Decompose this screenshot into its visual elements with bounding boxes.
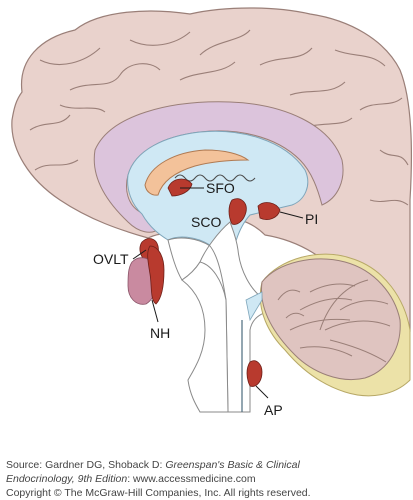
label-ovlt: OVLT [93,251,129,267]
subcommissural-organ [228,198,247,225]
area-postrema [246,360,263,387]
corpus-callosum [93,101,344,233]
label-ap: AP [264,402,283,418]
fourth-ventricle [245,291,263,322]
label-nh: NH [150,325,170,341]
pons [181,261,229,413]
source-line-1: Source: Gardner DG, Shoback D: Greenspan… [6,458,410,472]
fornix [144,149,250,196]
label-sfo: SFO [206,180,235,196]
label-pi: PI [305,211,318,227]
cerebellar-folia [277,279,391,363]
leader-lines [132,187,304,399]
source-title: Greenspan's Basic & Clinical [165,459,300,471]
brain-sagittal-diagram: SFO SCO PI OVLT NH AP [11,7,413,418]
source-title-2: Endocrinology, 9th Edition [6,473,128,485]
copyright: Copyright © The McGraw-Hill Companies, I… [6,487,311,499]
label-sco: SCO [191,214,221,230]
source-suffix: : www.accessmedicine.com [127,473,256,485]
figure-caption: Source: Gardner DG, Shoback D: Greenspan… [6,458,410,500]
pineal-gland [257,202,281,220]
source-line-2: Endocrinology, 9th Edition: www.accessme… [6,472,410,486]
neurohypophysis [147,245,165,305]
source-prefix: Source: Gardner DG, Shoback D: [6,459,166,471]
